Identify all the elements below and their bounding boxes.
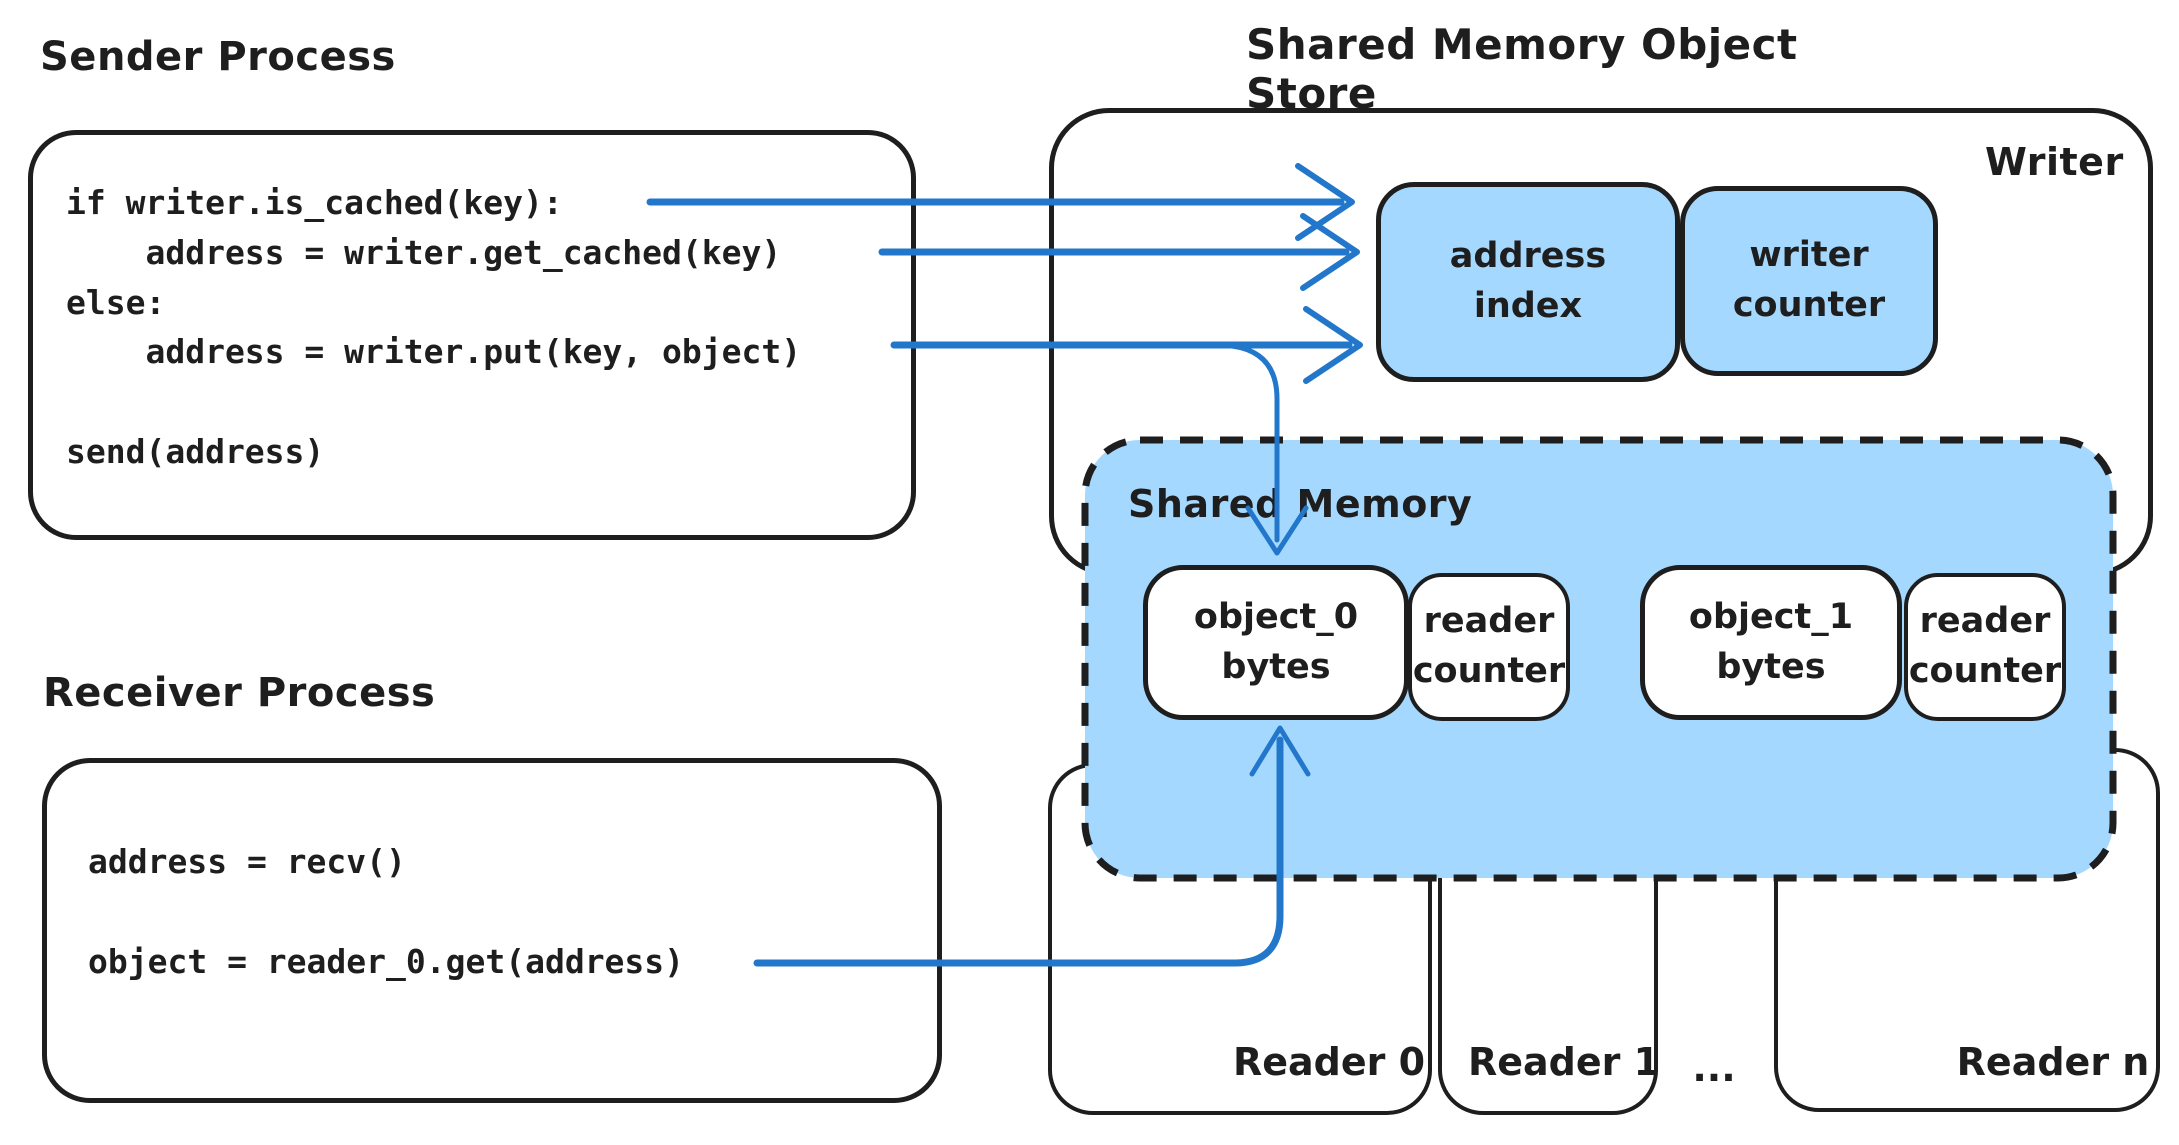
reader-counter-0-box: reader counter <box>1408 573 1570 721</box>
reader-counter-1-box: reader counter <box>1904 573 2066 721</box>
object-1-box: object_1 bytes <box>1640 565 1902 720</box>
sender-code: if writer.is_cached(key): address = writ… <box>66 183 802 471</box>
sender-code-box <box>28 130 916 540</box>
reader-counter-0-label: reader counter <box>1412 601 1566 691</box>
address-index-label: address index <box>1449 236 1607 326</box>
shared-memory-label: Shared Memory <box>1128 482 1473 526</box>
address-index-box: address index <box>1376 182 1680 382</box>
reader-counter-1-label: reader counter <box>1908 601 2062 691</box>
reader-n-label: Reader n <box>1956 1040 2150 1084</box>
object-0-box: object_0 bytes <box>1143 565 1409 720</box>
reader-0-label: Reader 0 <box>1232 1040 1426 1084</box>
writer-counter-label: writer counter <box>1732 235 1886 325</box>
readers-ellipsis: ... <box>1692 1046 1736 1090</box>
sender-process-title: Sender Process <box>40 34 396 80</box>
reader-1-label: Reader 1 <box>1467 1040 1661 1084</box>
object-0-label: object_0 bytes <box>1193 596 1359 687</box>
receiver-process-title: Receiver Process <box>43 670 436 716</box>
store-title: Shared Memory Object Store <box>1246 20 1798 118</box>
object-1-label: object_1 bytes <box>1688 596 1854 687</box>
receiver-code: address = recv() object = reader_0.get(a… <box>88 842 685 981</box>
writer-label: Writer <box>1985 140 2124 184</box>
writer-counter-box: writer counter <box>1680 186 1938 376</box>
